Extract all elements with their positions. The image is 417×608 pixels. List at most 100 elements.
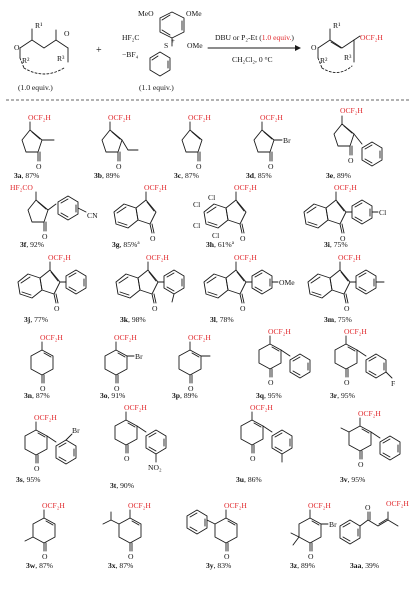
svg-text:NO₂: NO₂ — [148, 463, 162, 472]
svg-text:3o, 91%: 3o, 91% — [100, 391, 126, 400]
dione-o-right: O — [64, 29, 70, 38]
svg-text:3u, 86%: 3u, 86% — [236, 475, 262, 484]
reagent-charge: + — [171, 37, 175, 45]
compound-3e: OCF₂H 3e, 89% — [326, 106, 383, 180]
svg-text:O: O — [196, 162, 202, 171]
svg-text:O: O — [42, 232, 48, 241]
svg-text:O: O — [340, 234, 346, 243]
compound-3q: OCF₂H 3q, 95% — [256, 327, 311, 400]
svg-text:O: O — [150, 234, 156, 243]
svg-text:3a, 87%: 3a, 87% — [14, 171, 40, 180]
svg-text:3p, 89%: 3p, 89% — [172, 391, 198, 400]
svg-text:O: O — [128, 552, 134, 561]
dione-reactant: O O R¹ R² R³ (1.0 equiv.) — [14, 21, 70, 92]
svg-text:3f, 92%: 3f, 92% — [20, 240, 45, 249]
reagent-ome-side: OMe — [187, 41, 203, 50]
svg-text:OCF₂H: OCF₂H — [108, 113, 131, 122]
svg-text:O: O — [188, 384, 194, 393]
compound-3v: OCF₂H 3v, 95% — [340, 409, 401, 484]
svg-text:OCF₂H: OCF₂H — [128, 501, 151, 510]
product-ocf2h: OCF₂H — [360, 33, 383, 42]
compound-3i: OCF₂H Cl 3i, 75% — [303, 183, 386, 249]
svg-text:HF₂CO: HF₂CO — [10, 183, 33, 192]
svg-text:O: O — [54, 304, 60, 313]
svg-text:OCF₂H: OCF₂H — [386, 499, 409, 508]
compound-3aa: O OCF₂H 3aa, 39% — [339, 499, 409, 570]
compound-3p: OCF₂H 3p, 89% — [172, 333, 211, 400]
svg-text:O: O — [124, 454, 130, 463]
svg-text:DBU or P₂-Et (1.0 equiv.): DBU or P₂-Et (1.0 equiv.) — [215, 33, 294, 42]
svg-text:3i, 75%: 3i, 75% — [324, 240, 348, 249]
svg-text:3t, 90%: 3t, 90% — [110, 481, 135, 490]
svg-text:3e, 89%: 3e, 89% — [326, 171, 352, 180]
svg-text:3g, 85%a: 3g, 85%a — [112, 240, 140, 249]
svg-text:OCF₂H: OCF₂H — [48, 253, 71, 262]
compound-3n: OCF₂H 3n, 87% — [24, 333, 63, 400]
svg-text:Br: Br — [135, 352, 143, 361]
svg-text:O: O — [42, 552, 48, 561]
svg-text:3w, 87%: 3w, 87% — [26, 561, 54, 570]
compound-3u: OCF₂H 3u, 86% — [236, 403, 293, 484]
svg-text:3b, 89%: 3b, 89% — [94, 171, 120, 180]
dione-r3: R³ — [57, 54, 65, 63]
svg-text:3aa, 39%: 3aa, 39% — [350, 561, 380, 570]
svg-text:3x, 87%: 3x, 87% — [108, 561, 134, 570]
compound-3o: OCF₂H Br 3o, 91% — [100, 333, 143, 400]
svg-text:OCF₂H: OCF₂H — [28, 113, 51, 122]
svg-text:O: O — [152, 304, 158, 313]
svg-text:OCF₂H: OCF₂H — [344, 327, 367, 336]
compound-3r: OCF₂H F 3r, 95% — [330, 327, 395, 400]
dione-equiv: (1.0 equiv.) — [18, 83, 53, 92]
svg-text:3h, 61%a: 3h, 61%a — [206, 240, 235, 249]
svg-text:O: O — [36, 162, 42, 171]
svg-text:OCF₂H: OCF₂H — [358, 409, 381, 418]
svg-text:3d, 85%: 3d, 85% — [246, 171, 272, 180]
svg-text:OCF₂H: OCF₂H — [234, 253, 257, 262]
svg-text:OMe: OMe — [279, 278, 295, 287]
svg-text:R³: R³ — [344, 53, 352, 62]
svg-text:O: O — [308, 552, 314, 561]
svg-text:OCF₂H: OCF₂H — [40, 333, 63, 342]
plus-sign: + — [96, 45, 102, 56]
svg-text:O: O — [311, 43, 317, 52]
svg-text:3z, 89%: 3z, 89% — [290, 561, 316, 570]
svg-text:3v, 95%: 3v, 95% — [340, 475, 366, 484]
svg-text:3y, 83%: 3y, 83% — [206, 561, 232, 570]
svg-text:OCF₂H: OCF₂H — [224, 501, 247, 510]
reaction-header: O O R¹ R² R³ (1.0 equiv.) + MeO OMe OMe … — [14, 9, 383, 92]
compound-3z: OCF₂H Br 3z, 89% — [290, 501, 337, 570]
svg-text:R¹: R¹ — [333, 21, 340, 30]
svg-text:O: O — [240, 234, 246, 243]
reagent-ome-top: OMe — [186, 9, 202, 18]
compound-3t: OCF₂H NO₂ 3t, 90% — [110, 403, 167, 490]
svg-text:OCF₂H: OCF₂H — [308, 501, 331, 510]
svg-text:R²: R² — [320, 56, 328, 65]
svg-text:Br: Br — [283, 136, 291, 145]
compound-3w: OCF₂H 3w, 87% — [24, 501, 65, 570]
svg-text:OCF₂H: OCF₂H — [34, 413, 57, 422]
svg-text:O: O — [114, 384, 120, 393]
svg-text:OCF₂H: OCF₂H — [188, 113, 211, 122]
svg-text:3l, 78%: 3l, 78% — [210, 315, 234, 324]
svg-text:Br: Br — [329, 520, 337, 529]
svg-text:F: F — [391, 379, 395, 388]
svg-text:Cl: Cl — [193, 221, 200, 230]
compound-3f: HF₂CO CN 3f, 92% — [10, 183, 98, 249]
svg-text:CN: CN — [87, 211, 98, 220]
reagent-sulfur: S — [164, 41, 168, 50]
svg-text:O: O — [358, 460, 364, 469]
compound-3h: OCF₂H Cl Cl Cl Cl 3h, 61%a — [193, 183, 257, 249]
compound-3j: OCF₂H 3j, 77% — [17, 253, 87, 324]
svg-text:O: O — [344, 378, 350, 387]
dione-r1: R¹ — [35, 21, 42, 30]
compound-3a: OCF₂H 3a, 87% — [14, 113, 55, 180]
svg-text:OCF₂H: OCF₂H — [338, 253, 361, 262]
conditions-base: DBU or P₂-Et ( — [215, 33, 262, 42]
svg-text:OCF₂H: OCF₂H — [340, 106, 363, 115]
reaction-arrow: DBU or P₂-Et (1.0 equiv.) CH₂Cl₂, 0 °C — [207, 33, 301, 64]
compound-3k: OCF₂H 3k, 98% — [115, 253, 185, 324]
svg-text:O: O — [116, 162, 122, 171]
svg-text:3k, 98%: 3k, 98% — [120, 315, 146, 324]
svg-text:OCF₂H: OCF₂H — [268, 327, 291, 336]
svg-text:3n, 87%: 3n, 87% — [24, 391, 50, 400]
